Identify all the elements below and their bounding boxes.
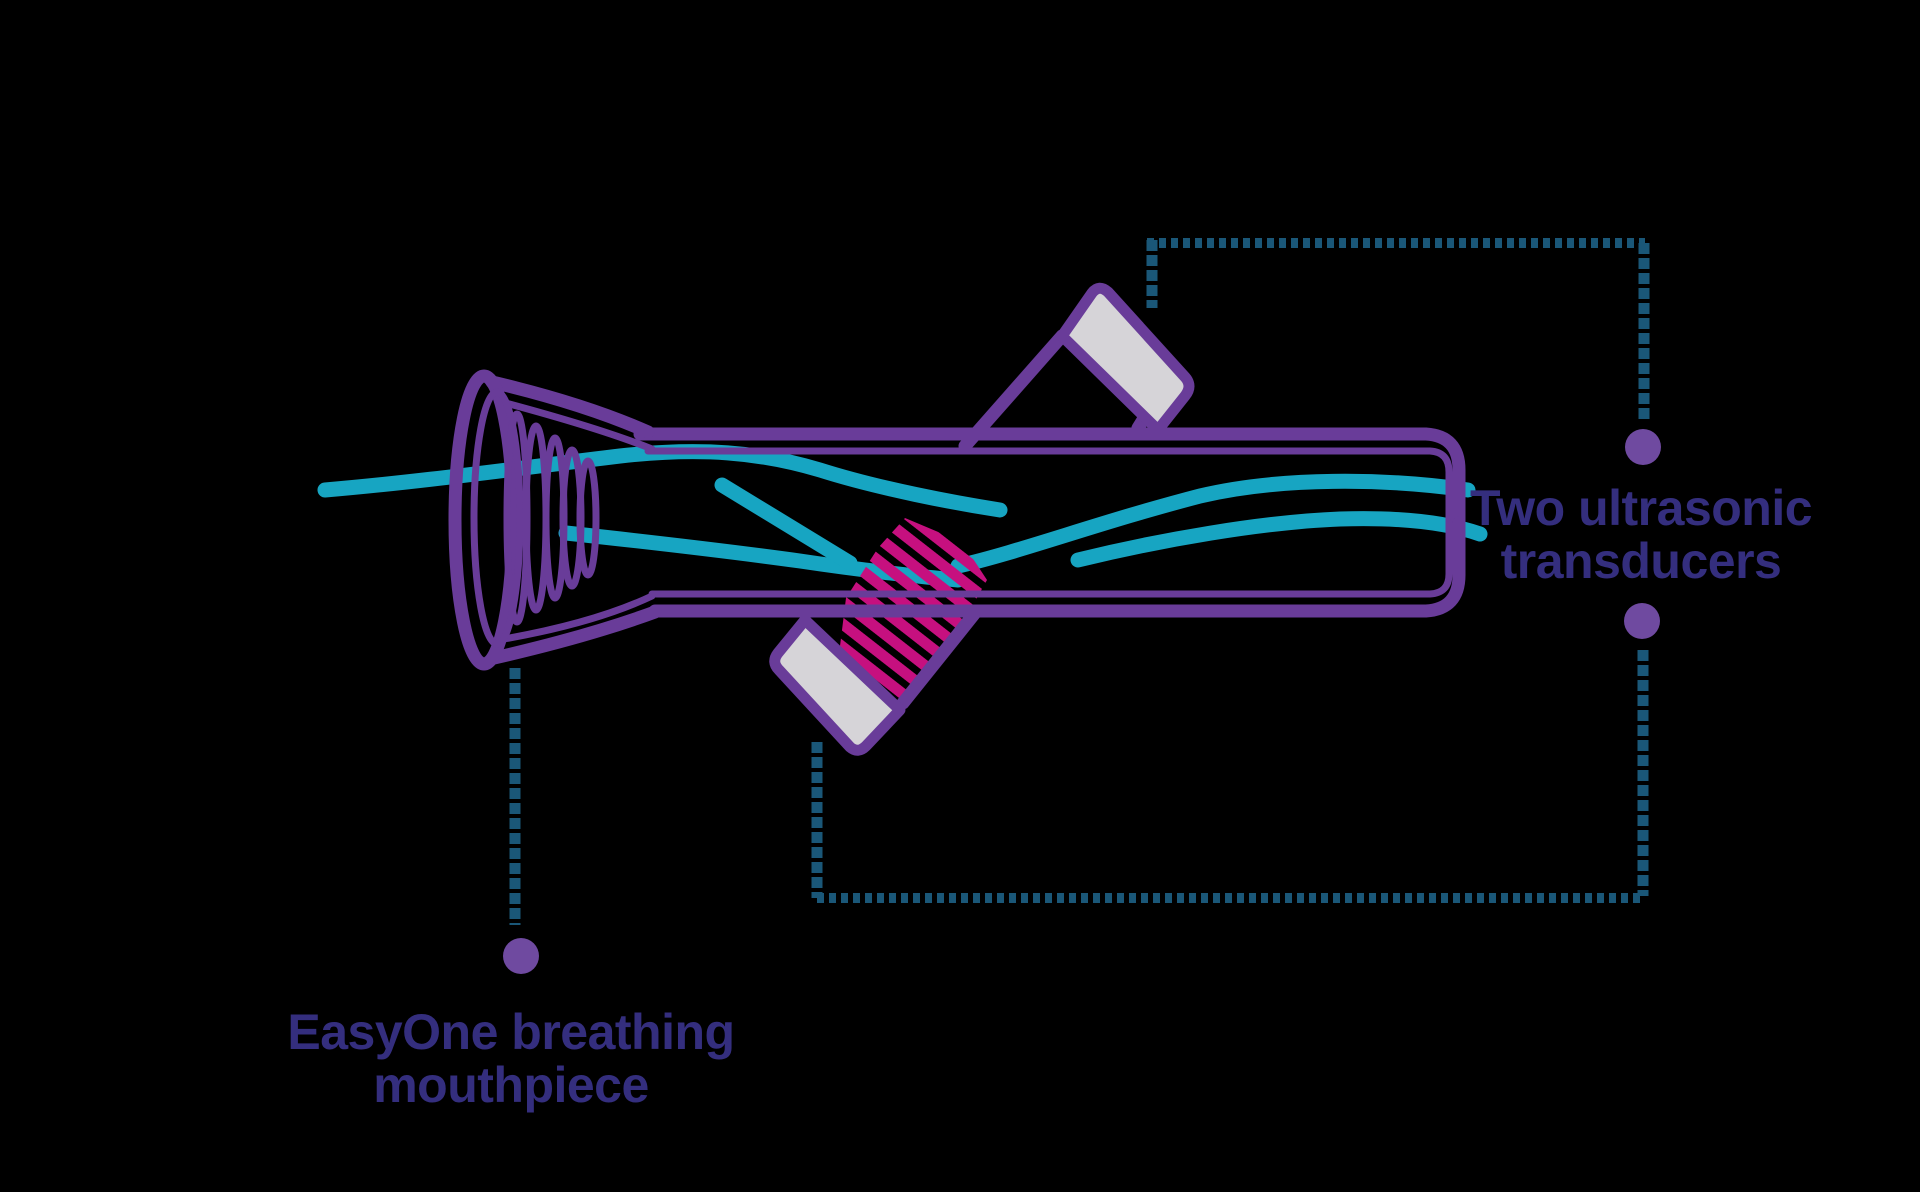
callout-dot-transducers-top [1625,429,1661,465]
tube-bottom-inner-edge [648,519,1453,598]
airflow-wave-lower-right [1070,511,1488,568]
callout-dot-mouthpiece [503,938,539,974]
mouthpiece-label-line1: EasyOne breathing [287,1004,735,1060]
bell-top-outer-slant [485,375,655,439]
bell-outer-rim [448,369,520,671]
mouthpiece-label-line2: mouthpiece [373,1057,649,1113]
bell-top-inner-slant [498,398,656,453]
airflow-wave-upper-right [950,473,1476,574]
bell-bottom-outer-slant [487,605,662,665]
tube-bottom-outer-edge [648,516,1466,618]
bell-inner-rim [470,388,524,648]
transducers-label-line2: transducers [1500,533,1782,589]
mouthpiece-bell [448,369,662,671]
callout-dot-transducers-bottom [1624,603,1660,639]
flow-tube [633,427,1466,618]
mouthpiece-label: EasyOne breathing mouthpiece [281,1006,741,1112]
airflow-wave-upper-left [317,444,1008,518]
bell-bottom-inner-slant [500,592,656,643]
transducer-cap-bottom [769,614,906,756]
tube-top-inner-edge [644,447,1453,527]
corrugation-ring-5 [576,457,600,579]
transducers-label: Two ultrasonic transducers [1446,482,1836,588]
transducer-cap-top [1056,282,1195,436]
transducers-label-line1: Two ultrasonic [1469,480,1813,536]
callout-lines [503,238,1661,974]
tube-top-outer-edge [633,427,1466,530]
transducer-wall-lower-right [896,606,982,710]
airflow-wave-cross-segment [714,477,858,571]
